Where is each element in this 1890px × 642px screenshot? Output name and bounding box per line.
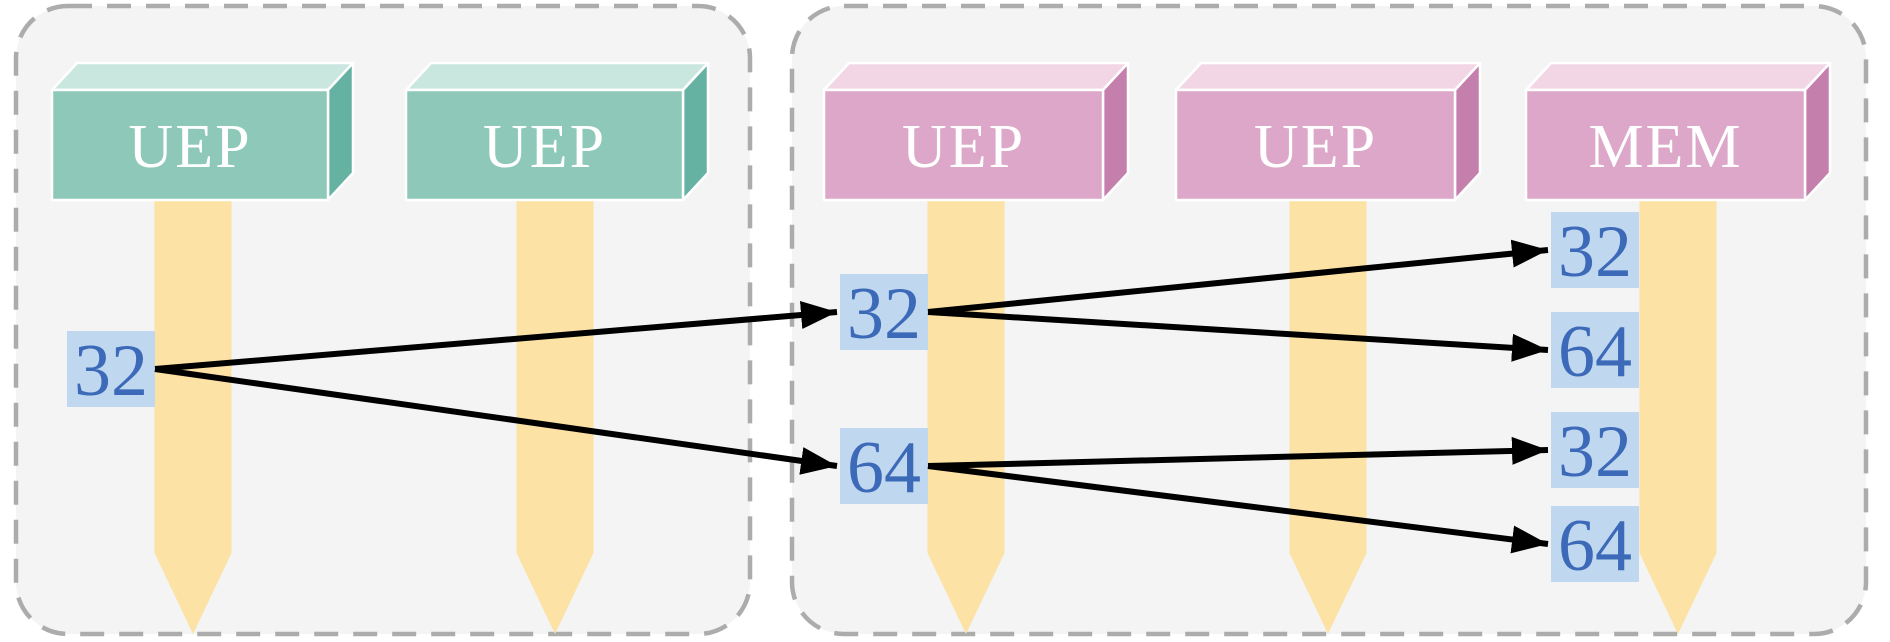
bit-width-label-bg [840, 428, 928, 504]
routing-arrow [154, 301, 838, 372]
routing-arrow [927, 239, 1549, 315]
box-label: UEP [902, 113, 1025, 181]
box-top-face [50, 61, 355, 92]
bit-width-label: 64 [1551, 311, 1639, 393]
bit-width-value: 64 [847, 427, 921, 509]
box-top-face [1524, 61, 1832, 92]
bit-width-label: 64 [1551, 505, 1639, 587]
bit-width-label: 32 [67, 330, 155, 412]
routing-arrow [154, 366, 838, 475]
routing-arrow [927, 463, 1549, 554]
routing-edges-layer [154, 239, 1549, 554]
uep-unit-box: UEP [50, 61, 355, 202]
bit-width-label-bg [1551, 506, 1639, 582]
pipeline-flow-arrow [927, 200, 1005, 634]
bit-width-value: 32 [74, 330, 148, 412]
bit-width-value: 32 [1558, 411, 1632, 493]
bit-width-label-bg [1551, 212, 1639, 288]
box-front-face [404, 88, 685, 202]
box-label: MEM [1588, 113, 1742, 181]
mem-unit-box: MEM [1524, 61, 1832, 202]
bit-width-label: 32 [840, 273, 928, 355]
box-label: UEP [1254, 113, 1377, 181]
bit-width-label-bg [1551, 312, 1639, 388]
bit-width-label-bg [1551, 412, 1639, 488]
bit-width-value: 32 [847, 273, 921, 355]
box-label: UEP [483, 113, 606, 181]
box-top-face [822, 61, 1130, 92]
box-front-face [822, 88, 1105, 202]
bit-width-label-bg [840, 274, 928, 350]
box-top-face [1174, 61, 1482, 92]
uep-unit-box: UEP [1174, 61, 1482, 202]
uep-unit-box: UEP [822, 61, 1130, 202]
uep-unit-box: UEP [404, 61, 710, 202]
bit-width-label: 32 [1551, 411, 1639, 493]
unit-boxes-layer: UEP UEP UEP UEP MEM [50, 61, 1832, 202]
pipeline-flow-arrow [516, 200, 594, 634]
bit-width-label: 32 [1551, 211, 1639, 293]
value-labels-layer: 32 32 64 32 64 32 64 [67, 211, 1639, 587]
box-front-face [1524, 88, 1807, 202]
pipeline-flow-arrow [1639, 200, 1717, 634]
bit-width-value: 64 [1558, 311, 1632, 393]
bit-width-value: 32 [1558, 211, 1632, 293]
box-label: UEP [128, 113, 251, 181]
pipeline-flow-arrow [154, 200, 232, 634]
routing-arrow [927, 309, 1549, 362]
bit-width-label: 64 [840, 427, 928, 509]
box-front-face [50, 88, 330, 202]
box-top-face [404, 61, 710, 92]
box-front-face [1174, 88, 1457, 202]
bit-width-label-bg [67, 331, 155, 407]
bit-width-value: 64 [1558, 505, 1632, 587]
routing-arrow [927, 436, 1549, 469]
pipeline-flow-arrow [1289, 200, 1367, 634]
